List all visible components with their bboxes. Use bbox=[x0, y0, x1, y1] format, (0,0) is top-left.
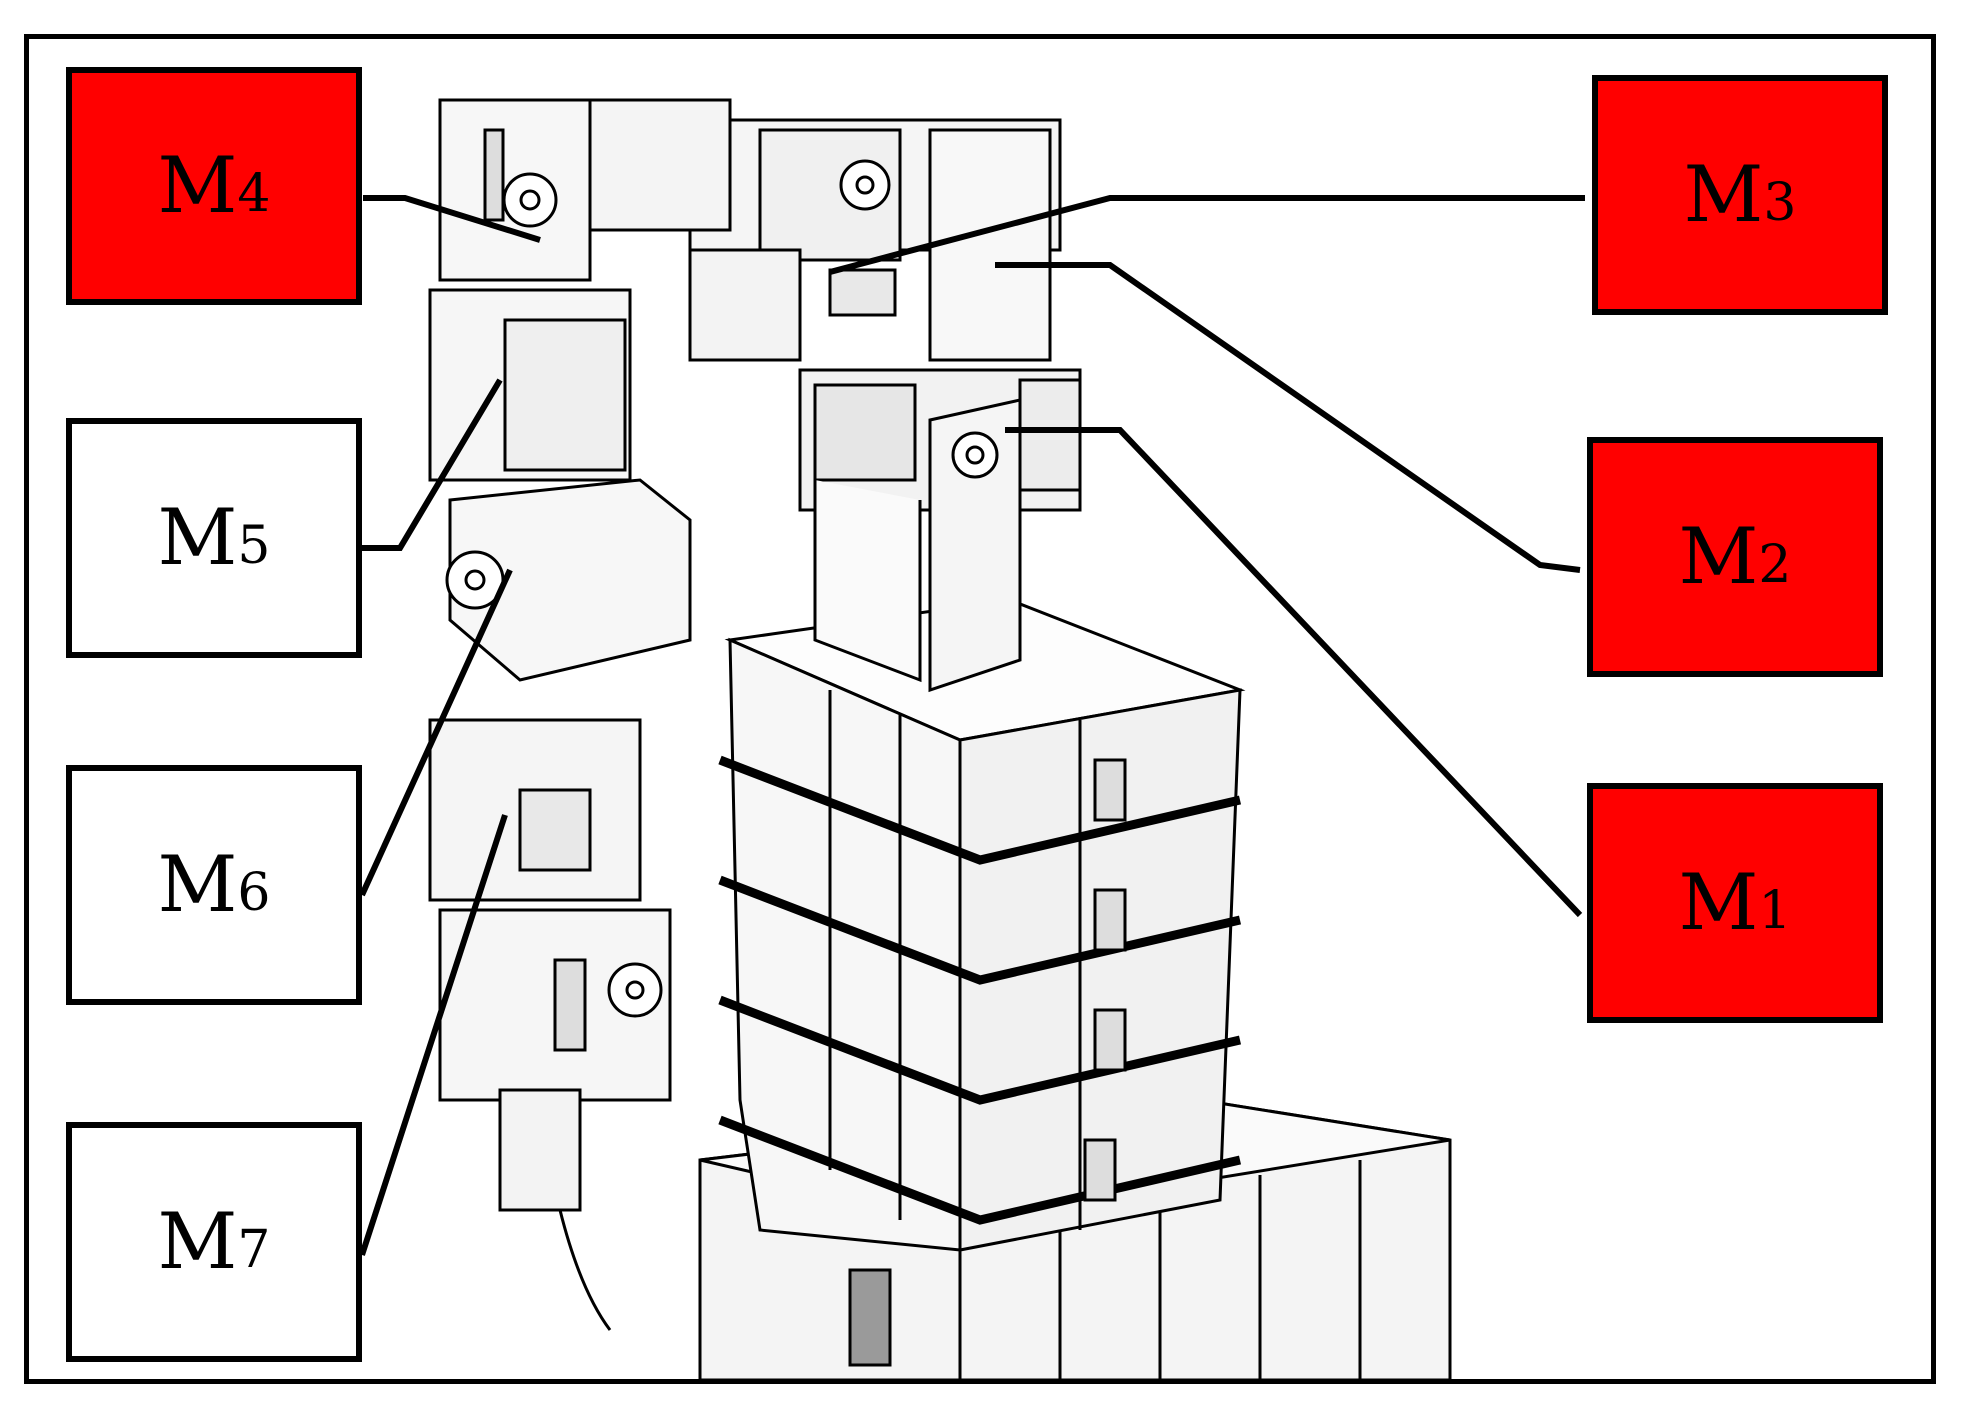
label-M2-letter: M bbox=[1678, 512, 1759, 602]
wrist bbox=[428, 288, 692, 1331]
forearm bbox=[438, 98, 732, 282]
label-M5-subscript: 5 bbox=[237, 516, 271, 576]
label-M7-subscript: 7 bbox=[237, 1220, 271, 1280]
label-M4-subscript: 4 bbox=[237, 164, 271, 224]
label-M4-letter: M bbox=[157, 141, 238, 231]
label-M7-letter: M bbox=[157, 1197, 238, 1287]
leader-lines bbox=[359, 195, 1585, 1256]
label-M5-letter: M bbox=[157, 493, 238, 583]
shoulder-joint bbox=[798, 368, 1082, 693]
label-M2-subscript: 2 bbox=[1758, 535, 1792, 595]
label-M3-subscript: 3 bbox=[1763, 173, 1797, 233]
label-M3-letter: M bbox=[1683, 150, 1764, 240]
label-M1-letter: M bbox=[1678, 858, 1759, 948]
label-M6-letter: M bbox=[157, 840, 238, 930]
upper-arm bbox=[688, 118, 1062, 362]
label-M6-subscript: 6 bbox=[237, 863, 271, 923]
tower bbox=[718, 598, 1246, 1252]
label-M1-subscript: 1 bbox=[1758, 881, 1792, 941]
